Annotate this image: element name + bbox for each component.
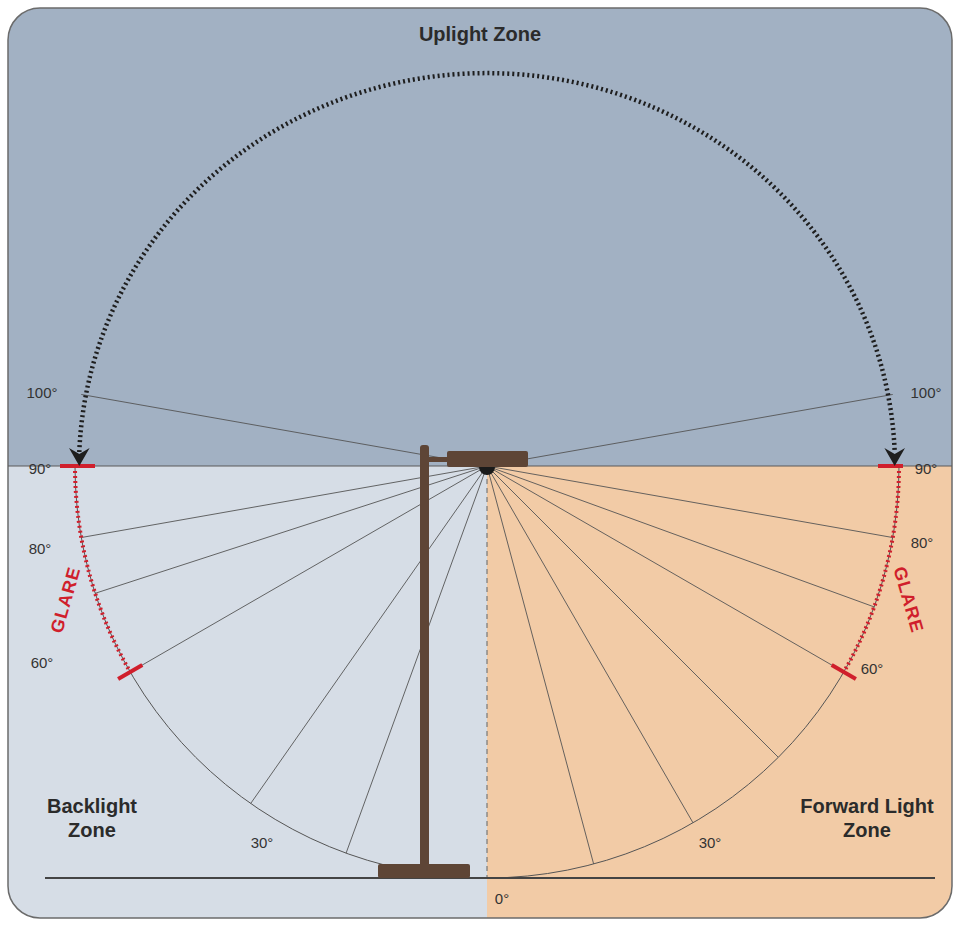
arrow-head: [884, 448, 905, 466]
angle-label: 30°: [251, 834, 274, 851]
angle-label: 80°: [911, 534, 934, 551]
angle-label: 100°: [26, 384, 57, 401]
angle-label: 0°: [495, 890, 509, 907]
ground-line: [45, 877, 935, 879]
angle-ray: [130, 466, 487, 672]
glare-tick: [878, 464, 903, 468]
forward-fill: [487, 466, 952, 918]
angle-ray: [487, 466, 874, 607]
pole-luminaire: [378, 445, 528, 878]
glare-tick: [60, 464, 95, 468]
angle-ray: [346, 466, 487, 853]
angle-label: 80°: [29, 540, 52, 557]
uplight-zone: Uplight Zone: [8, 8, 952, 466]
nadir-line: [486, 470, 487, 878]
angle-rays: [81, 394, 892, 864]
angle-ray: [487, 466, 693, 823]
angle-label: 60°: [861, 660, 884, 677]
angle-label: 90°: [29, 460, 52, 477]
angle-ray: [487, 466, 844, 672]
angle-label: 60°: [31, 654, 54, 671]
uplight-arc: [79, 73, 894, 452]
angle-arc: [75, 466, 899, 878]
angle-ray: [487, 394, 893, 466]
angle-ray: [487, 466, 893, 538]
zone-label: Backlight Zone: [32, 794, 152, 842]
zone-label: Uplight Zone: [8, 22, 952, 46]
angle-label: 90°: [915, 460, 938, 477]
frame-border: [8, 8, 952, 918]
backlight-zone: Backlight Zone: [8, 466, 487, 918]
angle-label: 30°: [699, 834, 722, 851]
uplight-fill: [8, 8, 952, 466]
glare-tick: [832, 665, 856, 679]
angle-ray: [251, 466, 487, 803]
angle-label: 100°: [910, 384, 941, 401]
arrow-head: [69, 448, 90, 466]
glare-tick: [118, 665, 142, 679]
zone-label: Forward Light Zone: [792, 794, 942, 842]
backlight-fill: [8, 466, 487, 918]
angle-ray: [487, 466, 594, 864]
